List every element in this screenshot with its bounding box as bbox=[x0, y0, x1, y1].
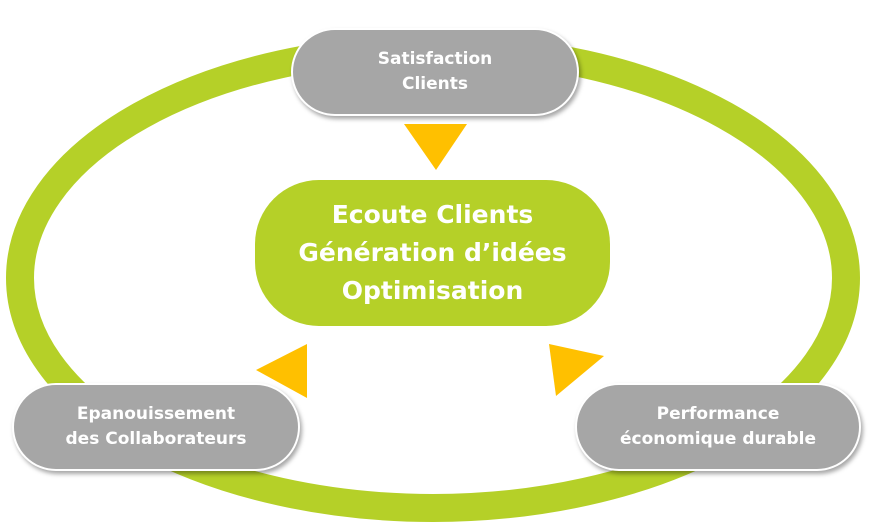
node-satisfaction-clients-line-1: Satisfaction bbox=[377, 49, 493, 69]
center-line-2: Génération d’idées bbox=[298, 238, 567, 267]
node-epanouissement-collaborateurs: Epanouissement des Collaborateurs bbox=[12, 383, 300, 471]
center-line-3: Optimisation bbox=[341, 276, 524, 305]
node-satisfaction-clients: Satisfaction Clients bbox=[291, 28, 579, 116]
node-performance-line-1: Performance bbox=[656, 404, 780, 424]
arrow-from-epanouissement-collaborateurs bbox=[256, 344, 307, 398]
node-performance-economique-durable: Performance économique durable bbox=[575, 383, 861, 471]
node-center-ecoute-generation-optimisation: Ecoute Clients Génération d’idées Optimi… bbox=[255, 180, 610, 326]
node-satisfaction-clients-line-2: Clients bbox=[401, 74, 468, 94]
node-epanouissement-line-2: des Collaborateurs bbox=[65, 429, 247, 449]
node-epanouissement-line-1: Epanouissement bbox=[76, 404, 236, 424]
node-performance-line-2: économique durable bbox=[620, 429, 816, 449]
center-line-1: Ecoute Clients bbox=[331, 200, 534, 229]
arrow-from-performance-economique bbox=[549, 344, 604, 396]
arrow-from-satisfaction-clients bbox=[404, 124, 467, 170]
